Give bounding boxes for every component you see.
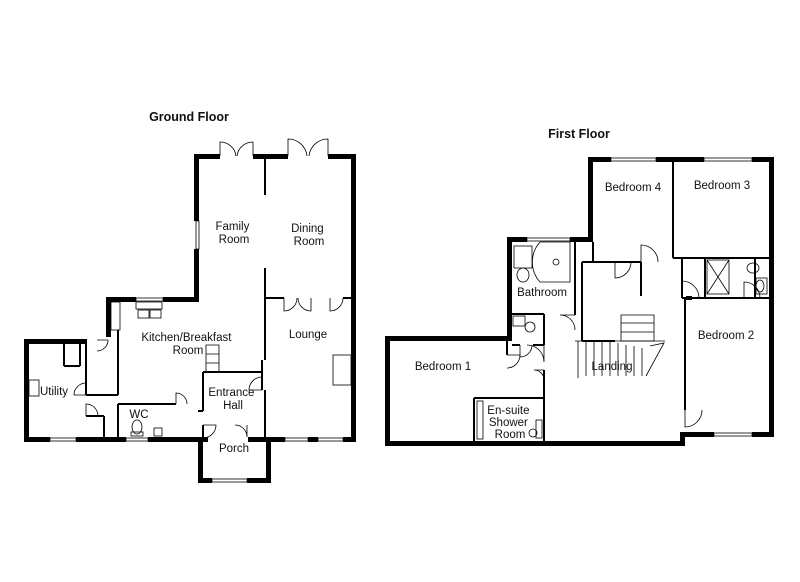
ground-windows (49, 220, 352, 483)
first-room-labels: Bedroom 4 Bedroom 3 Bathroom Bedroom 2 B… (415, 180, 754, 441)
first-fixtures (476, 241, 768, 440)
ground-internal-doors (73, 339, 263, 439)
room-label-wc: WC (129, 409, 148, 421)
first-exterior-walls (385, 157, 774, 446)
ground-french-doors (219, 138, 344, 312)
first-stairs (575, 314, 665, 378)
ground-floor-title: Ground Floor (149, 110, 229, 124)
room-label-utility: Utility (40, 386, 68, 398)
first-windows (526, 157, 753, 437)
room-label-bedroom-3: Bedroom 3 (694, 180, 750, 192)
room-label-kitchen: Kitchen/Breakfast Room (141, 332, 234, 357)
room-label-bedroom-2: Bedroom 2 (698, 330, 754, 342)
first-internal-walls (473, 160, 769, 441)
room-label-bathroom: Bathroom (517, 287, 567, 299)
first-floor-title: First Floor (548, 127, 610, 141)
room-label-family-room: Family Room (215, 221, 252, 246)
room-label-bedroom-4: Bedroom 4 (605, 182, 662, 194)
room-label-entrance-hall: Entrance Hall (208, 387, 257, 412)
ground-room-labels: Family Room Dining Room Kitchen/Breakfas… (40, 221, 327, 455)
ground-floor-plan: Ground Floor (24, 110, 356, 483)
first-floor-plan: First Floor (385, 127, 774, 446)
ground-fixtures (28, 301, 220, 437)
room-label-bedroom-1: Bedroom 1 (415, 361, 471, 373)
room-label-lounge: Lounge (289, 329, 327, 341)
room-label-dining-room: Dining Room (291, 223, 327, 248)
room-label-en-suite: En-suite Shower Room (487, 405, 532, 441)
room-label-porch: Porch (219, 443, 249, 455)
first-doors (506, 244, 761, 428)
ground-exterior-walls (24, 154, 356, 483)
room-label-landing: Landing (592, 361, 633, 373)
